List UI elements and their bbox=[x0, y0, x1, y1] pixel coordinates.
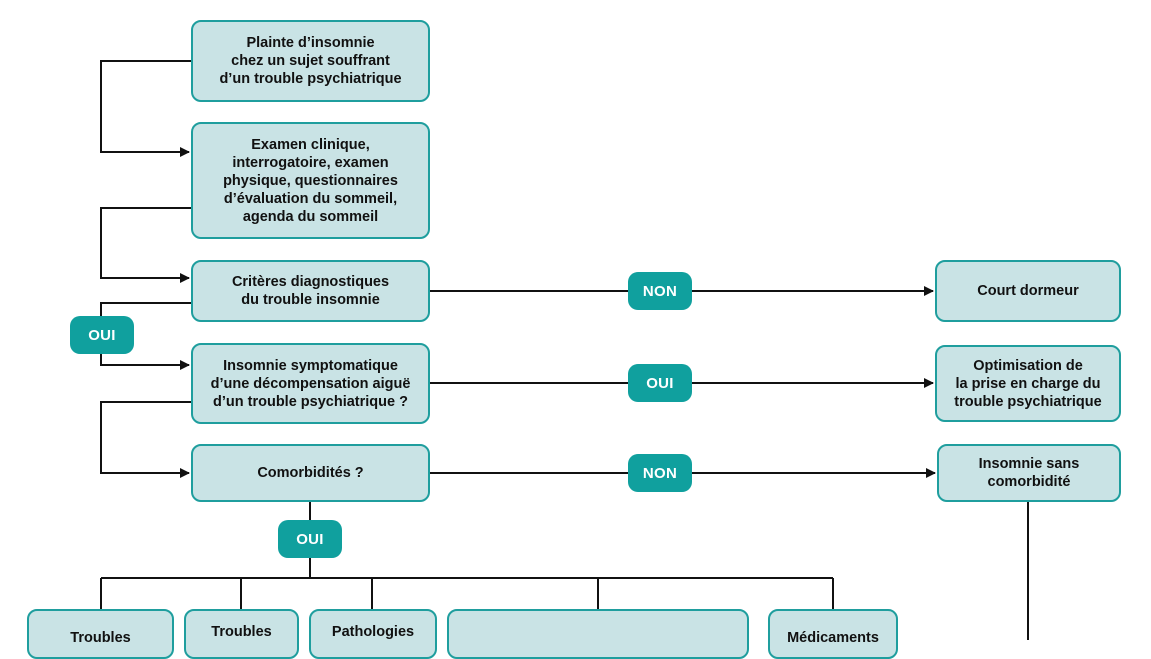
box-symptomatique-text: Insomnie symptomatique d’une décompensat… bbox=[210, 357, 411, 410]
box-examen: Examen clinique, interrogatoire, examen … bbox=[191, 122, 430, 239]
box-plainte-text: Plainte d’insomnie chez un sujet souffra… bbox=[219, 35, 402, 87]
box-court-dormeur-text: Court dormeur bbox=[977, 283, 1079, 299]
box-bottom-pathologies: Pathologies bbox=[309, 609, 437, 659]
box-optimisation: Optimisation de la prise en charge du tr… bbox=[935, 345, 1121, 422]
box-bottom-troubles-2-text: Troubles bbox=[211, 624, 272, 640]
box-sans-comorbidite: Insomnie sans comorbidité bbox=[937, 444, 1121, 502]
box-sans-comorbidite-text: Insomnie sans comorbidité bbox=[978, 456, 1080, 490]
pill-oui-bottom: OUI bbox=[278, 520, 342, 558]
pill-oui-symptomatique: OUI bbox=[628, 364, 692, 402]
pill-oui-left: OUI bbox=[70, 316, 134, 354]
box-comorbidites-text: Comorbidités ? bbox=[257, 465, 364, 481]
box-optimisation-text: Optimisation de la prise en charge du tr… bbox=[954, 357, 1102, 410]
box-examen-text: Examen clinique, interrogatoire, examen … bbox=[223, 136, 398, 225]
pill-non-criteres: NON bbox=[628, 272, 692, 310]
connector-examen-criteres bbox=[100, 207, 191, 283]
box-bottom-blank bbox=[447, 609, 749, 659]
box-bottom-troubles-1: Troubles bbox=[27, 609, 174, 659]
box-bottom-medicaments-text: Médicaments bbox=[787, 630, 879, 646]
box-bottom-medicaments: Médicaments bbox=[768, 609, 898, 659]
pill-non-comorbidites: NON bbox=[628, 454, 692, 492]
box-criteres: Critères diagnostiques du trouble insomn… bbox=[191, 260, 430, 322]
box-bottom-troubles-2: Troubles bbox=[184, 609, 299, 659]
box-comorbidites: Comorbidités ? bbox=[191, 444, 430, 502]
box-court-dormeur: Court dormeur bbox=[935, 260, 1121, 322]
connector-plainte-examen bbox=[100, 60, 191, 157]
box-bottom-pathologies-text: Pathologies bbox=[331, 624, 415, 640]
box-criteres-text: Critères diagnostiques du trouble insomn… bbox=[231, 274, 390, 308]
box-plainte: Plainte d’insomnie chez un sujet souffra… bbox=[191, 20, 430, 102]
box-symptomatique: Insomnie symptomatique d’une décompensat… bbox=[191, 343, 430, 424]
box-bottom-troubles-1-text: Troubles bbox=[70, 630, 131, 646]
connector-symptomatique-comorbidites bbox=[100, 401, 191, 478]
